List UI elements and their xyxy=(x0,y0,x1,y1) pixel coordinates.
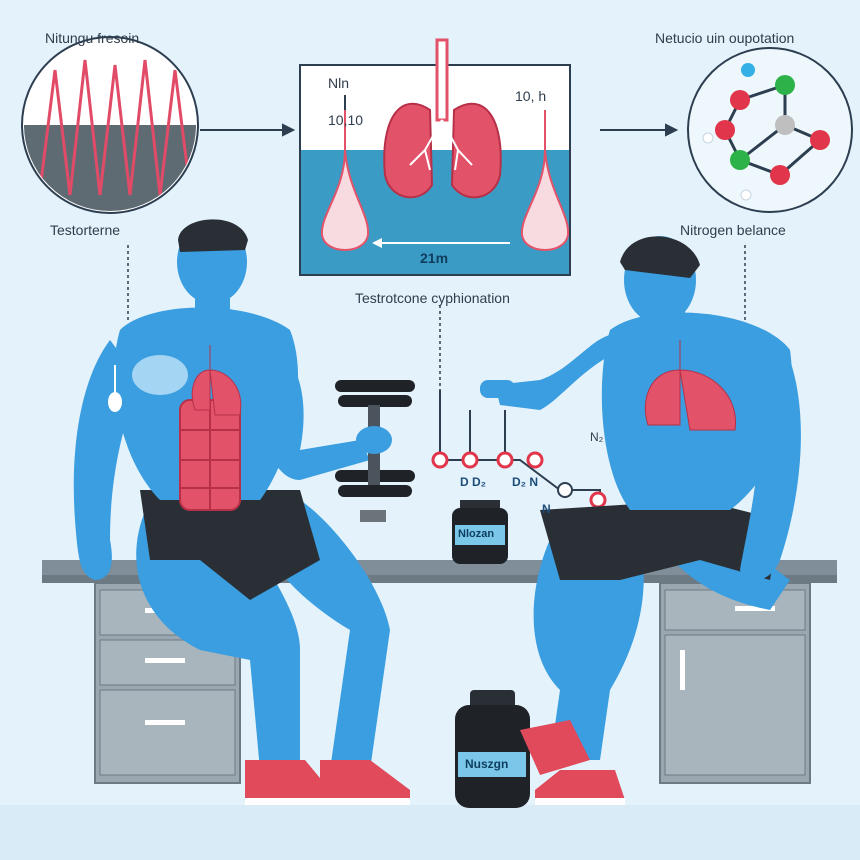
label-chain-2: D₂ N xyxy=(512,475,538,489)
leader-lines xyxy=(127,245,746,390)
big-bottle xyxy=(455,690,530,808)
right-athlete xyxy=(480,236,801,805)
label-panel-left-top: Nln xyxy=(328,75,350,91)
top-arrows xyxy=(200,123,679,137)
molecule-circle xyxy=(687,47,853,213)
reaction-chain xyxy=(431,390,607,520)
label-panel-bottom: 21m xyxy=(420,250,449,266)
small-bottle xyxy=(452,500,508,564)
label-chain-4: N₂ xyxy=(590,430,604,444)
label-top-left: Nitungu fresoin xyxy=(45,30,140,46)
label-bottle-small: Nlozan xyxy=(458,528,495,540)
label-left-mid: Testorterne xyxy=(50,222,121,238)
label-panel-left-value: 10,10 xyxy=(328,112,364,128)
label-center-caption: Testrotcone cyphionation xyxy=(355,290,510,306)
label-right-mid: Nitrogen belance xyxy=(680,222,786,238)
lung-panel xyxy=(299,38,571,276)
label-top-right: Netucio uin oupotation xyxy=(655,30,795,46)
label-chain-1: D D₂ xyxy=(460,475,486,489)
label-chain-3: N xyxy=(542,502,551,516)
dumbbell xyxy=(335,380,415,522)
label-bottle-big: Nuszgn xyxy=(465,757,509,771)
left-athlete xyxy=(73,219,410,805)
label-panel-right-value: 10, h xyxy=(515,88,547,104)
